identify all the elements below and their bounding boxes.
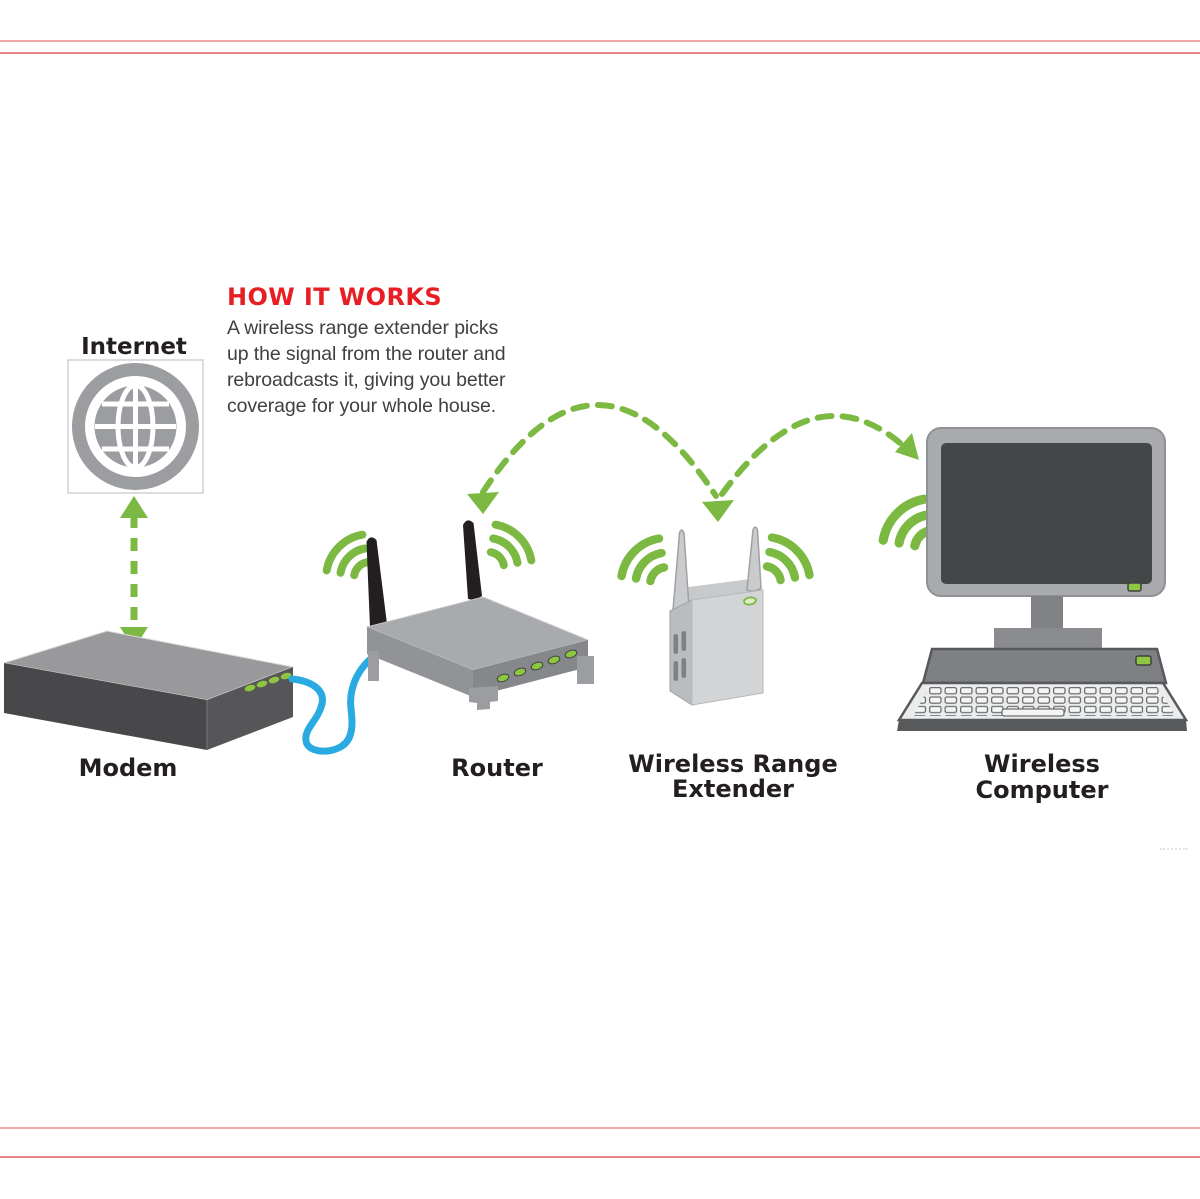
router-illustration <box>327 520 594 710</box>
top-border-line-1 <box>0 40 1200 42</box>
body-line: coverage for your whole house. <box>227 395 497 417</box>
internet-globe-icon <box>67 359 204 494</box>
desktop-unit <box>921 647 1168 685</box>
extender-label-line1: Wireless Range <box>628 750 838 778</box>
modem-leds <box>244 672 292 692</box>
ethernet-cable <box>288 652 378 755</box>
monitor-led <box>1127 582 1142 592</box>
keyboard <box>896 681 1189 731</box>
bottom-border-line-2 <box>0 1156 1200 1158</box>
how-it-works-body: A wireless range extender picks up the s… <box>227 315 557 419</box>
body-line: rebroadcasts it, giving you better <box>227 369 506 391</box>
internet-modem-arrow <box>120 496 148 649</box>
extender-vents <box>673 631 687 681</box>
internet-label: Internet <box>81 334 187 360</box>
extender-illustration <box>622 526 810 706</box>
router-antenna-right <box>463 520 482 600</box>
extender-led <box>743 596 757 606</box>
wifi-signal-icon <box>491 525 532 566</box>
router-leds <box>496 649 578 683</box>
how-it-works-title: HOW IT WORKS <box>227 283 443 311</box>
bottom-border-line-1 <box>0 1127 1200 1129</box>
signal-arc-router-extender <box>467 402 734 522</box>
top-border-line-2 <box>0 52 1200 54</box>
computer-illustration <box>883 427 1189 731</box>
monitor-base <box>994 628 1102 650</box>
extender-antenna-left <box>672 529 690 613</box>
wifi-signal-icon <box>883 499 930 546</box>
spacebar <box>1001 708 1065 717</box>
body-line: up the signal from the router and <box>227 343 506 365</box>
monitor <box>926 427 1166 597</box>
extender-antenna-right <box>746 526 762 592</box>
router-antenna-left <box>366 537 387 628</box>
wifi-signal-icon <box>622 539 665 582</box>
signal-arc-extender-computer <box>719 412 919 497</box>
modem-illustration <box>3 630 295 750</box>
body-line: A wireless range extender picks <box>227 317 499 339</box>
arrowhead-up <box>120 496 148 518</box>
computer-label-line1: Wireless <box>984 750 1100 778</box>
how-it-works-panel: HOW IT WORKS A wireless range extender p… <box>227 283 557 419</box>
router-label: Router <box>451 754 543 782</box>
desktop-led <box>1135 655 1152 666</box>
monitor-neck <box>1031 596 1063 630</box>
faint-dotted-mark <box>1160 848 1188 850</box>
computer-label-line2: Computer <box>975 776 1109 804</box>
modem-label: Modem <box>78 754 178 782</box>
arrowhead-at-computer <box>895 433 919 460</box>
extender-label-line2: Extender <box>671 775 795 803</box>
wifi-signal-icon <box>327 535 368 576</box>
arrowhead-at-router <box>467 492 499 514</box>
arrowhead-at-extender <box>702 500 734 522</box>
wifi-signal-icon <box>767 538 810 581</box>
